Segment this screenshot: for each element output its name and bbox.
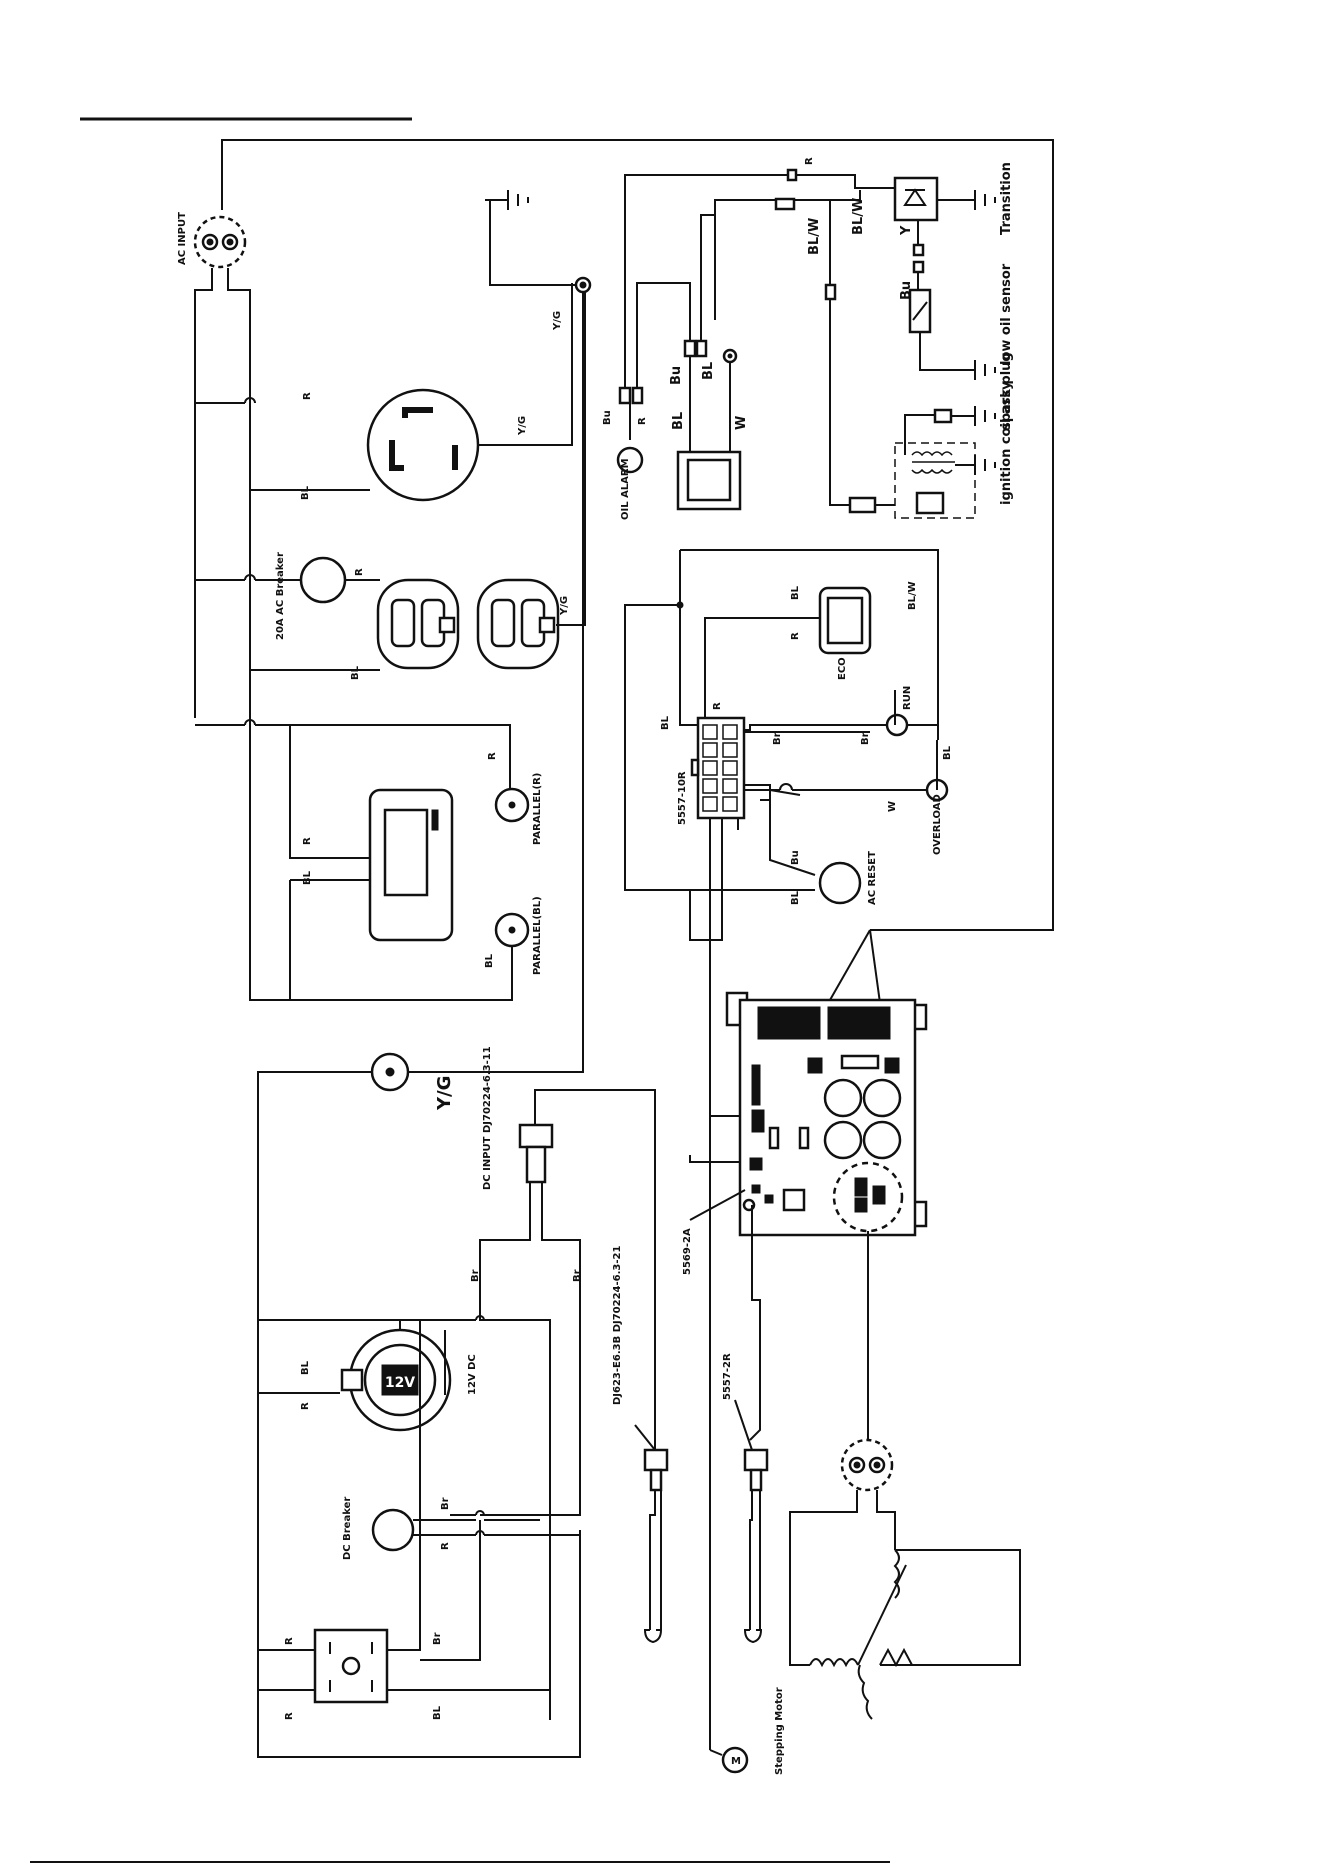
duplex-outlet-1 xyxy=(376,578,460,670)
twist-lock-outlet xyxy=(366,388,480,502)
wire-code: Br xyxy=(432,1632,443,1645)
wire-code: R xyxy=(440,1542,451,1550)
inverter-board xyxy=(689,929,928,1450)
label-spark-plug: spark plug xyxy=(999,352,1014,430)
wire-code: BL/W xyxy=(907,581,918,610)
dc-section: 12V xyxy=(257,1052,769,1758)
ac-section xyxy=(193,139,1054,1073)
wire-code: BL/W xyxy=(851,198,866,235)
ignition-coil xyxy=(894,442,976,519)
label-eco: ECO xyxy=(837,657,848,680)
wire-code: R xyxy=(302,837,313,845)
motor-terminal xyxy=(743,1448,769,1472)
wire-code: W xyxy=(887,801,898,812)
stator-section xyxy=(709,1116,1021,1774)
svg-text:12V: 12V xyxy=(385,1375,415,1391)
wire-code: W xyxy=(734,416,749,430)
wire-code: Bu xyxy=(899,281,914,300)
dc-input-connector xyxy=(518,1123,554,1149)
wire-code: Y xyxy=(899,225,914,236)
label-ac-input: AC INPUT xyxy=(177,212,188,265)
ac-reset-button xyxy=(818,861,862,905)
wire-code: BL xyxy=(350,665,361,680)
label-low-oil-sensor: low oil sensor xyxy=(999,263,1014,365)
label-dc-12v: 12V DC xyxy=(467,1354,478,1395)
label-run: RUN xyxy=(902,686,913,710)
wire-code: BL xyxy=(942,745,953,760)
wire-code: Bu xyxy=(790,850,801,865)
labels: AC INPUT Y/G Y/G Y/G Y/G 20A AC Breaker … xyxy=(177,157,1014,1775)
label-connector-5569: 5569-2A xyxy=(682,1228,693,1275)
stepping-motor xyxy=(721,1746,749,1774)
label-yg-1: Y/G xyxy=(552,311,563,331)
label-overload: OVERLOAD xyxy=(932,794,943,855)
wire-code: Br xyxy=(772,732,783,745)
stator-connector xyxy=(840,1438,894,1492)
label-dc-breaker: DC Breaker xyxy=(342,1497,353,1560)
wire-code: Bu xyxy=(669,366,684,385)
wire-code: R xyxy=(302,392,313,400)
ac-breaker-20a xyxy=(299,556,347,604)
wire-code: BL xyxy=(300,1360,311,1375)
label-small-conn: 5557-2R xyxy=(722,1353,733,1400)
wire-code: BL xyxy=(302,870,313,885)
transition-block xyxy=(893,176,939,222)
wire-code: R xyxy=(300,1402,311,1410)
wire-code: M xyxy=(731,1756,741,1767)
label-breaker-20a: 20A AC Breaker xyxy=(275,552,286,640)
wire-code: Br xyxy=(440,1497,451,1510)
bridge-rectifier xyxy=(313,1628,389,1704)
wire-code: BL xyxy=(790,890,801,905)
wire-code: Br xyxy=(572,1269,583,1282)
wire-code: R xyxy=(712,702,723,710)
dj-terminal xyxy=(643,1448,669,1472)
ac-input-socket xyxy=(193,215,247,269)
wire-code: R xyxy=(637,417,648,425)
label-dc-input: DC INPUT DJ70224-6.3-11 xyxy=(482,1046,493,1190)
label-transition: Transition xyxy=(999,162,1014,235)
wire-code: BL xyxy=(671,412,686,430)
wire-code: R xyxy=(804,157,815,165)
wire-code: BL xyxy=(790,585,801,600)
label-parallel-r: PARALLEL(R) xyxy=(532,773,543,845)
wire-code: R xyxy=(284,1637,295,1645)
wire-code: R xyxy=(487,752,498,760)
dc-12v-socket: 12V xyxy=(340,1328,452,1432)
label-connector-5557: 5557-10R xyxy=(677,771,688,825)
label-stepping-motor: Stepping Motor xyxy=(774,1687,785,1775)
label-oil-alarm: OIL ALARM xyxy=(620,458,631,520)
wire-code: BL xyxy=(432,1705,443,1720)
wire-code: R xyxy=(284,1712,295,1720)
wire-code: R xyxy=(354,568,365,576)
spark-plug xyxy=(933,408,953,424)
duplex-outlet-2 xyxy=(476,578,560,670)
wire-code: Bu xyxy=(602,410,613,425)
wire-code: BL xyxy=(484,953,495,968)
wire-code: Br xyxy=(860,732,871,745)
label-yg-big: Y/G xyxy=(434,1076,455,1111)
control-section xyxy=(624,549,949,1117)
dc-breaker xyxy=(371,1508,415,1552)
oil-alarm-lamp xyxy=(616,446,644,474)
label-ac-reset: AC RESET xyxy=(867,851,878,905)
wire-code: Br xyxy=(470,1269,481,1282)
label-yg-3: Y/G xyxy=(559,596,570,616)
engine-section xyxy=(616,168,996,519)
hour-meter xyxy=(368,788,454,942)
wire-code: BL xyxy=(701,362,716,380)
wire-code: BL/W xyxy=(807,218,822,255)
wire-code: BL xyxy=(660,715,671,730)
run-switch xyxy=(885,713,909,737)
wire-code: R xyxy=(790,632,801,640)
wire-code: BL xyxy=(300,485,311,500)
label-dj-terminal: DJ623-E6.3B DJ70224-6.3-21 xyxy=(612,1246,623,1405)
label-parallel-bl: PARALLEL(BL) xyxy=(532,896,543,975)
label-yg-2: Y/G xyxy=(517,416,528,436)
label-ignition-coil: ignition coil assy xyxy=(999,381,1014,505)
